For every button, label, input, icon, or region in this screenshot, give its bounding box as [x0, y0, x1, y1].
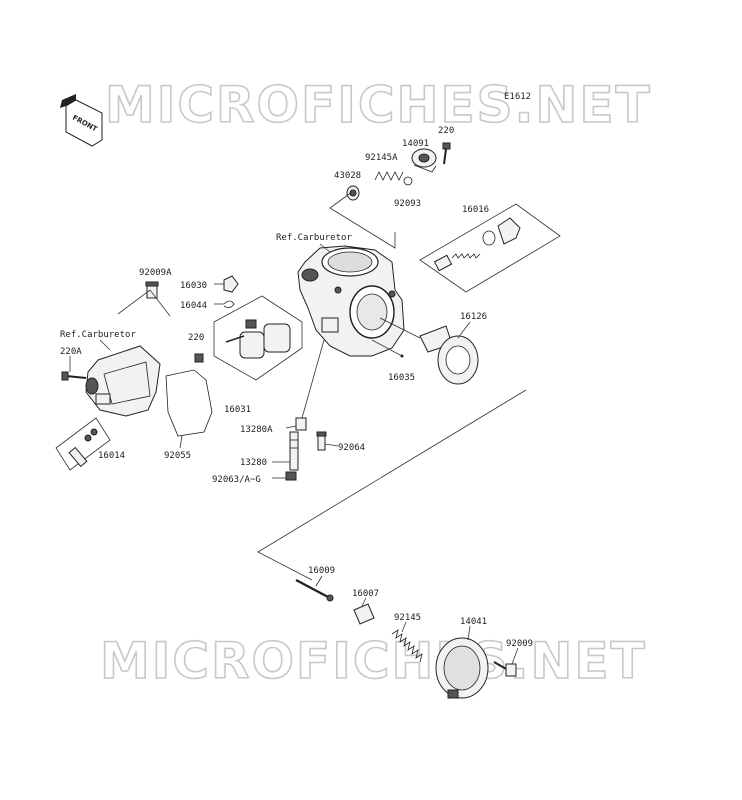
- part-16014-jet: [68, 428, 98, 468]
- part-16035-marker: [400, 354, 404, 358]
- part-92009a-screw: [145, 281, 159, 299]
- part-16016-screw: [433, 217, 521, 272]
- part-13280a-jet: [295, 417, 307, 431]
- part-label-13280: 13280: [240, 458, 267, 468]
- part-label-92145: 92145: [394, 613, 421, 623]
- leader-line: [401, 621, 407, 633]
- part-16009-needle: [295, 578, 331, 600]
- part-14041-cover: [435, 637, 489, 699]
- watermark-top: MICROFICHES.NET: [105, 76, 652, 134]
- part-16014-box: [55, 417, 111, 471]
- part-label-92064: 92064: [338, 443, 365, 453]
- part-92063-main-jet: [285, 471, 297, 481]
- part-label-16031: 16031: [224, 405, 251, 415]
- part-220-screw: [442, 142, 451, 165]
- part-43028-gear: [346, 185, 360, 201]
- part-label-13280a: 13280A: [240, 425, 273, 435]
- part-13280-needle-jet: [289, 431, 299, 471]
- part-92093-oring: [403, 176, 413, 186]
- ref-carburetor-top: Ref.Carburetor: [276, 233, 352, 243]
- watermark-bottom: MICROFICHES.NET: [100, 632, 647, 690]
- part-16030-needle: [223, 275, 239, 293]
- part-float-bowl: [85, 345, 161, 417]
- part-label-43028: 43028: [334, 171, 361, 181]
- leader-line: [511, 647, 519, 665]
- part-14091-pulley: [411, 148, 437, 173]
- part-16044-clip: [223, 300, 235, 308]
- part-16126-diaphragm: [419, 325, 479, 385]
- leader-line: [99, 339, 111, 351]
- part-label-220-small: 220: [188, 333, 204, 343]
- front-arrow-icon: FRONT: [60, 94, 103, 147]
- part-92064-pilot-jet: [316, 431, 327, 451]
- part-92055-gasket: [165, 369, 213, 437]
- part-16031-float: [225, 319, 291, 359]
- part-label-16016: 16016: [462, 205, 489, 215]
- part-label-16007: 16007: [352, 589, 379, 599]
- part-92145-spring: [391, 629, 423, 663]
- part-label-16009: 16009: [308, 566, 335, 576]
- leader-line: [117, 289, 171, 317]
- leader-line: [257, 389, 527, 581]
- part-92009-screw: [493, 661, 517, 677]
- part-16007-holder: [353, 603, 375, 625]
- part-label-92145a: 92145A: [365, 153, 398, 163]
- diagram-code: E1612: [504, 92, 531, 102]
- leader-line: [379, 317, 421, 339]
- part-label-92055: 92055: [164, 451, 191, 461]
- leader-line: [319, 243, 331, 253]
- leader-line: [301, 339, 325, 419]
- leader-line: [361, 597, 367, 607]
- leader-line: [179, 435, 183, 449]
- leader-line: [285, 425, 297, 429]
- part-label-220: 220: [438, 126, 454, 136]
- part-220-small-screw: [194, 353, 204, 363]
- part-16016-box: [419, 203, 561, 293]
- part-92145a-spring: [374, 171, 404, 181]
- leader-line: [457, 321, 471, 339]
- part-16031-box: [213, 295, 303, 381]
- part-label-14091: 14091: [402, 139, 429, 149]
- part-label-92063: 92063/A~G: [212, 475, 261, 485]
- part-label-16014: 16014: [98, 451, 125, 461]
- part-label-220a: 220A: [60, 347, 82, 357]
- part-label-92009: 92009: [506, 639, 533, 649]
- part-label-16030: 16030: [180, 281, 207, 291]
- leader-line: [371, 339, 403, 357]
- part-label-16035: 16035: [388, 373, 415, 383]
- part-label-16044: 16044: [180, 301, 207, 311]
- carburetor-body: [297, 245, 405, 357]
- leader-line: [329, 207, 396, 249]
- leader-line: [467, 625, 471, 641]
- leader-line: [329, 191, 353, 209]
- part-label-92093: 92093: [394, 199, 421, 209]
- leader-line: [315, 575, 323, 587]
- leader-line: [324, 443, 339, 447]
- part-label-16126: 16126: [460, 312, 487, 322]
- part-label-14041: 14041: [460, 617, 487, 627]
- part-220a-screw: [61, 371, 87, 381]
- part-label-92009a: 92009A: [139, 268, 172, 278]
- ref-carburetor-left: Ref.Carburetor: [60, 330, 136, 340]
